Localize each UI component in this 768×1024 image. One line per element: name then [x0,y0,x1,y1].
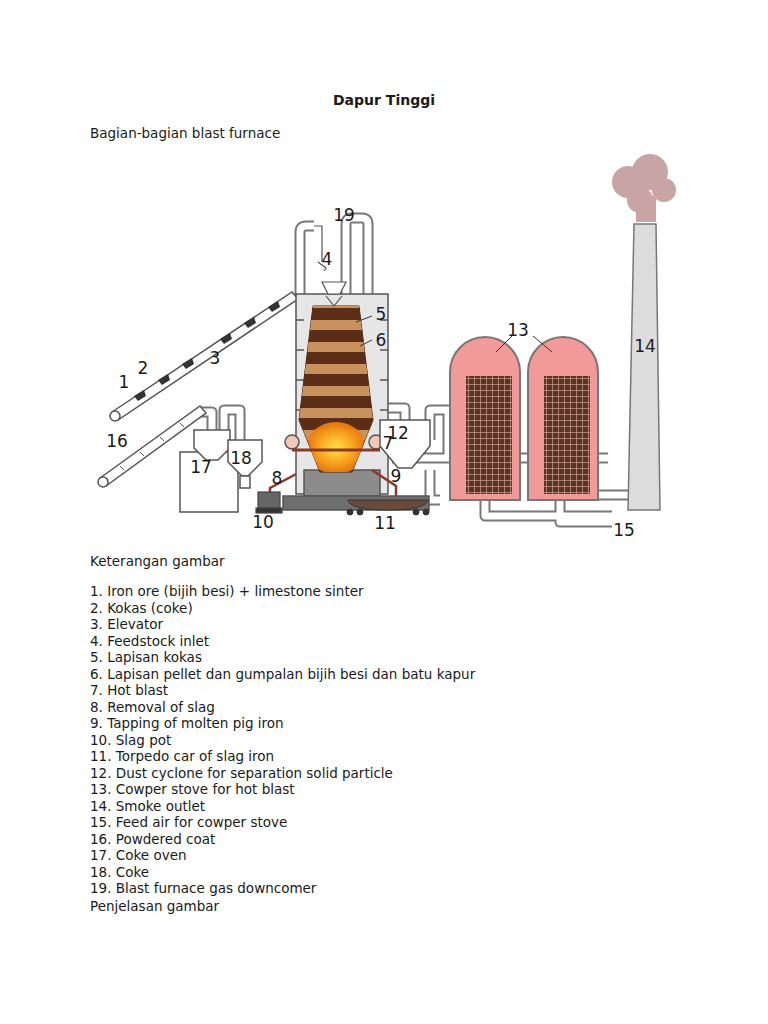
callout-number: 11 [374,514,396,532]
callout-number: 3 [210,349,221,367]
legend-item: 4. Feedstock inlet [90,633,209,649]
legend-item: 7. Hot blast [90,682,168,698]
legend-item: 15. Feed air for cowper stove [90,814,287,830]
legend-item: 9. Tapping of molten pig iron [90,715,284,731]
legend-item: 14. Smoke outlet [90,798,205,814]
callout-number: 4 [322,250,333,268]
callout-number: 1 [119,373,130,391]
callout-number: 9 [391,467,402,485]
callout-number: 18 [230,449,252,467]
legend-item: 1. Iron ore (bijih besi) + limestone sin… [90,583,364,599]
page-title: Dapur Tinggi [333,92,435,108]
legend-item: 18. Coke [90,864,149,880]
callout-number: 8 [272,469,283,487]
legend-item: 11. Torpedo car of slag iron [90,748,274,764]
callout-number: 13 [507,321,529,339]
callout-number: 15 [613,521,635,539]
callout-number: 19 [333,206,355,224]
legend-item: 6. Lapisan pellet dan gumpalan bijih bes… [90,666,475,682]
callout-number: 17 [190,458,212,476]
section-heading: Penjelasan gambar [90,898,219,914]
section-text: Bagian-bagian blast furnace [90,125,280,141]
legend-item: 3. Elevator [90,616,163,632]
section-heading: Keterangan gambar [90,553,225,569]
legend-item: 16. Powdered coat [90,831,215,847]
callout-number: 6 [376,331,387,349]
callout-number: 12 [387,424,409,442]
legend-item: 2. Kokas (coke) [90,600,193,616]
legend-item: 17. Coke oven [90,847,187,863]
legend-item: 13. Cowper stove for hot blast [90,781,295,797]
legend-item: 5. Lapisan kokas [90,649,202,665]
callout-number: 10 [252,513,274,531]
legend-item: 12. Dust cyclone for separation solid pa… [90,765,393,781]
callout-number: 2 [138,359,149,377]
legend-item: 10. Slag pot [90,732,171,748]
callout-number: 14 [634,337,656,355]
legend-item: 19. Blast furnace gas downcomer [90,880,316,896]
callout-number: 16 [106,432,128,450]
legend-item: 8. Removal of slag [90,699,215,715]
callout-number: 5 [376,305,387,323]
